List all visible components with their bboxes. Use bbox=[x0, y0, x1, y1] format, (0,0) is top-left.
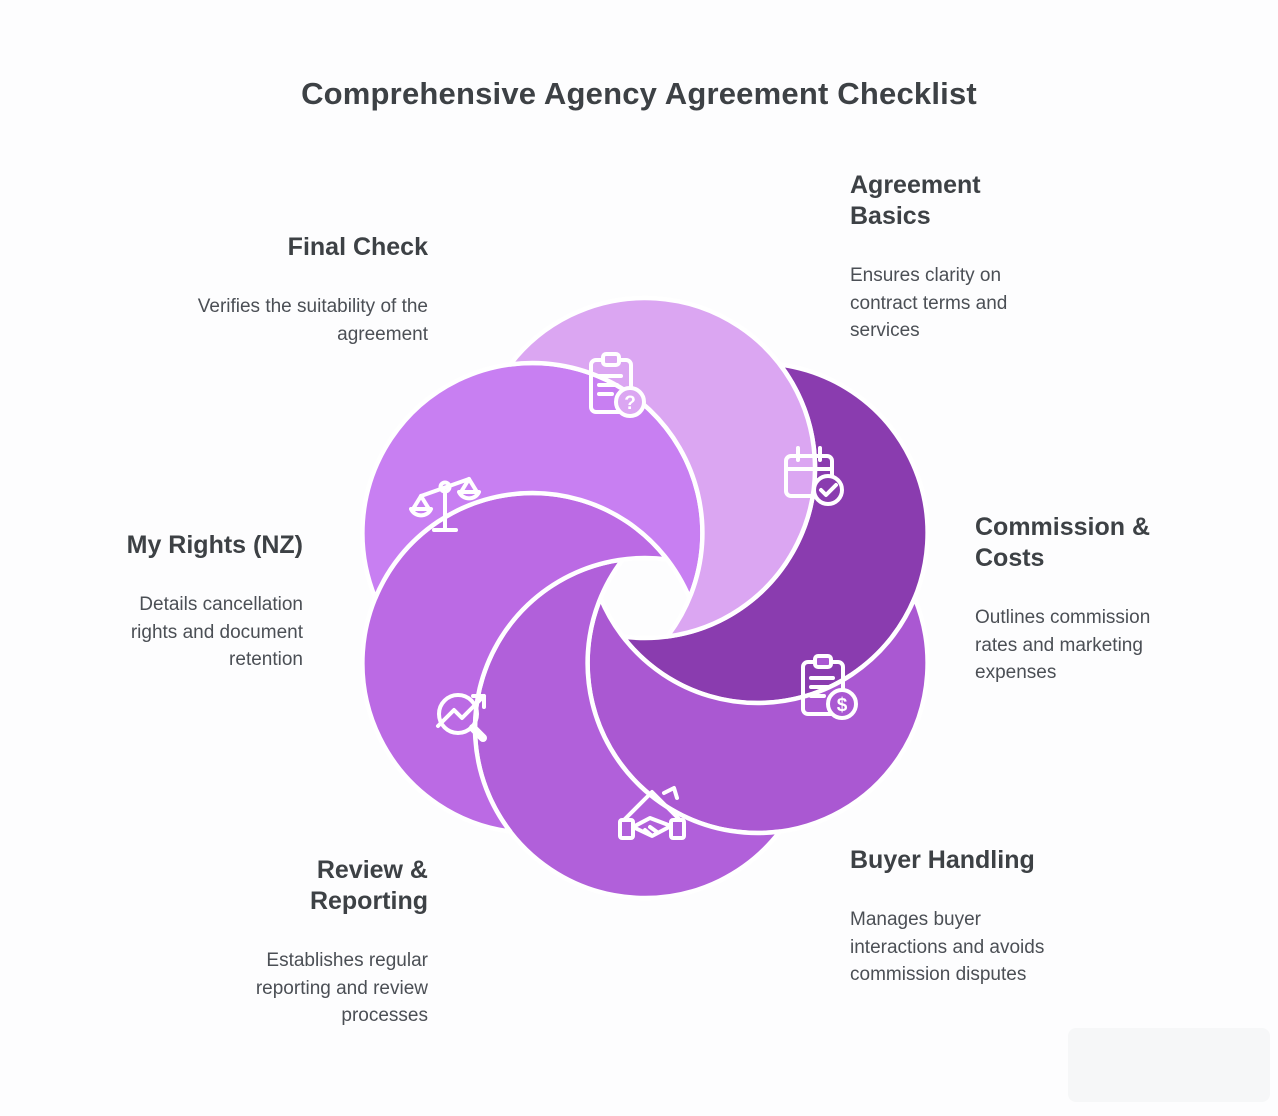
watermark-box bbox=[1068, 1028, 1270, 1102]
magnifier-trend-icon bbox=[425, 676, 505, 756]
svg-text:?: ? bbox=[624, 393, 636, 414]
calendar-check-icon bbox=[772, 436, 852, 516]
segment-description: Details cancellation rights and document… bbox=[130, 594, 303, 670]
segment-description: Establishes regular reporting and review… bbox=[255, 950, 428, 1026]
segment-description: Outlines commission rates and marketing … bbox=[975, 607, 1151, 683]
segment-description: Verifies the suitability of the agreemen… bbox=[197, 296, 428, 345]
segment-title: Review & Reporting bbox=[309, 856, 428, 915]
clipboard-dollar-icon: $ bbox=[786, 648, 866, 728]
segment-label-review-reporting: Review & Reporting Establishes regular r… bbox=[218, 855, 428, 1030]
segment-title: Buyer Handling bbox=[850, 846, 1035, 874]
segment-description: Ensures clarity on contract terms and se… bbox=[850, 265, 1008, 341]
scales-icon bbox=[406, 464, 486, 544]
page-title: Comprehensive Agency Agreement Checklist bbox=[301, 76, 977, 111]
clipboard-question-icon: ? bbox=[574, 346, 654, 426]
segment-title: My Rights (NZ) bbox=[126, 531, 303, 559]
segment-label-commission-costs: Commission & Costs Outlines commission r… bbox=[975, 512, 1195, 687]
segment-description: Manages buyer interactions and avoids co… bbox=[850, 909, 1045, 985]
segment-title: Agreement Basics bbox=[850, 171, 981, 230]
house-handshake-icon bbox=[612, 772, 692, 852]
segment-shape-final-check bbox=[507, 295, 818, 639]
segment-label-final-check: Final Check Verifies the suitability of … bbox=[168, 232, 428, 348]
segment-label-agreement-basics: Agreement Basics Ensures clarity on cont… bbox=[850, 170, 1050, 345]
segment-label-my-rights: My Rights (NZ) Details cancellation righ… bbox=[73, 530, 303, 674]
segment-title: Final Check bbox=[287, 233, 428, 261]
segment-title: Commission & Costs bbox=[975, 513, 1151, 572]
svg-text:$: $ bbox=[837, 695, 848, 716]
segment-label-buyer-handling: Buyer Handling Manages buyer interaction… bbox=[850, 845, 1090, 989]
